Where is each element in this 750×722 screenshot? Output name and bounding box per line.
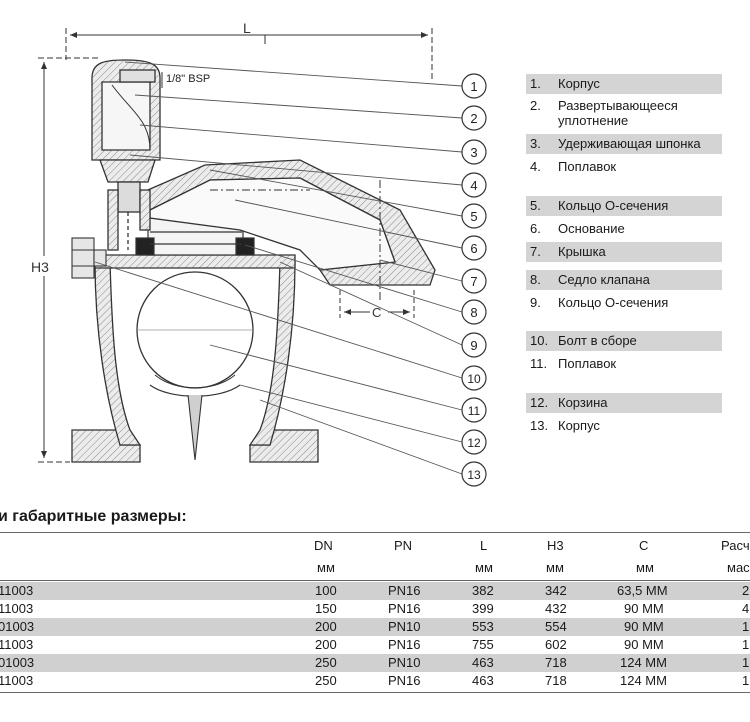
header-weight: Расч: [721, 538, 750, 553]
legend-item-13: 13.Корпус: [530, 418, 600, 433]
svg-text:10: 10: [467, 372, 481, 386]
svg-text:4: 4: [470, 178, 477, 193]
cover: [123, 159, 436, 286]
svg-text:8: 8: [470, 305, 477, 320]
callout-11: 11: [461, 397, 487, 423]
legend-item-10: 10.Болт в сборе: [526, 331, 722, 351]
legend-item-6: 6.Основание: [530, 221, 625, 236]
callout-3: 3: [461, 139, 487, 165]
legend-item-12: 12.Корзина: [526, 393, 722, 413]
valve-cross-section-drawing: L H3: [30, 20, 487, 487]
air-release-head: [91, 59, 161, 251]
svg-text:11: 11: [468, 404, 481, 418]
svg-text:1: 1: [470, 79, 477, 94]
callout-6: 6: [461, 235, 487, 261]
basket: [149, 374, 241, 461]
legend-item-4: 4.Поплавок: [530, 159, 617, 174]
leader-lines: [94, 61, 463, 475]
callout-10: 10: [461, 365, 487, 391]
dimension-l: [65, 28, 433, 80]
callout-4: 4: [461, 172, 487, 198]
dimension-c-label: C: [372, 305, 381, 320]
legend-item-11: 11.Поплавок: [530, 356, 617, 371]
svg-text:3: 3: [470, 145, 477, 160]
unit-l: мм: [475, 560, 493, 575]
unit-weight: мас: [727, 560, 750, 575]
valve-body: [71, 254, 319, 463]
callout-12: 12: [461, 429, 487, 455]
svg-text:12: 12: [467, 436, 481, 450]
table-header-row: DN PN L H3 C Расч: [0, 537, 750, 555]
unit-h3: мм: [546, 560, 564, 575]
bolt-assembly: [71, 237, 107, 279]
unit-dn: мм: [317, 560, 335, 575]
callout-8: 8: [461, 299, 487, 325]
header-c: C: [639, 538, 649, 553]
callout-1: 1: [461, 73, 487, 99]
legend-item-1: 1.Корпус: [526, 74, 722, 94]
header-dn: DN: [314, 538, 333, 553]
table-row: 11003 250 PN16 463 718 124 MM 1: [0, 673, 750, 688]
dimension-l-label: L: [243, 20, 251, 36]
callout-13: 13: [461, 461, 487, 487]
table-header-rule: [0, 580, 750, 581]
thread-note: 1/8" BSP: [166, 73, 210, 85]
legend-item-2: 2.Развертывающееся уплотнение: [530, 98, 678, 128]
dimension-h3-label: H3: [31, 259, 49, 275]
table-row: 11003 200 PN16 755 602 90 MM 1: [0, 637, 750, 652]
table-bottom-rule: [0, 692, 750, 693]
callout-2: 2: [461, 105, 487, 131]
legend-item-7: 7.Крышка: [526, 242, 722, 262]
table-row: 11003 150 PN16 399 432 90 MM 4: [0, 601, 750, 616]
header-h3: H3: [547, 538, 564, 553]
header-pn: PN: [394, 538, 413, 553]
section-title: и габаритные размеры:: [0, 508, 187, 525]
table-row: 01003 200 PN10 553 554 90 MM 1: [0, 618, 750, 636]
svg-text:5: 5: [470, 209, 477, 224]
svg-text:6: 6: [470, 241, 477, 256]
header-l: L: [480, 538, 488, 553]
table-top-rule: [0, 532, 750, 533]
legend-item-3: 3.Удерживающая шпонка: [526, 134, 722, 154]
table-units-row: мм мм мм мм мас: [0, 559, 750, 577]
callout-9: 9: [461, 332, 487, 358]
legend-item-9: 9.Кольцо О-сечения: [530, 295, 669, 310]
table-row: 01003 250 PN10 463 718 124 MM 1: [0, 654, 750, 672]
svg-text:13: 13: [467, 468, 481, 482]
svg-text:2: 2: [470, 111, 477, 126]
legend-item-8: 8.Седло клапана: [526, 270, 722, 290]
callout-7: 7: [461, 268, 487, 294]
svg-text:9: 9: [470, 338, 477, 353]
callout-5: 5: [461, 203, 487, 229]
legend-item-5: 5.Кольцо О-сечения: [526, 196, 722, 216]
svg-text:7: 7: [470, 274, 477, 289]
table-row: 11003 100 PN16 382 342 63,5 MM 2: [0, 582, 750, 600]
unit-c: мм: [636, 560, 654, 575]
